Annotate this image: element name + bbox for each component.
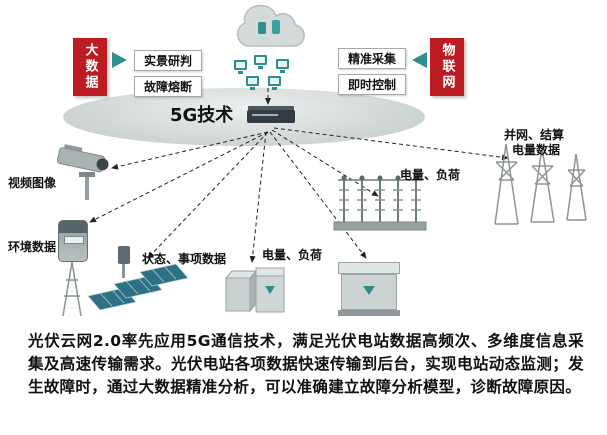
- arrow-left-icon: [412, 52, 427, 68]
- switch-icon: [247, 110, 295, 123]
- arrow-right-icon: [112, 52, 127, 68]
- cloud-icon: [236, 4, 305, 47]
- monitor-icon: [234, 60, 247, 74]
- env-meter-icon: [58, 220, 88, 262]
- label-load-right: 电量、负荷: [400, 168, 461, 182]
- cctv-camera-icon: [56, 144, 109, 200]
- transformer-boxes-icon: [224, 267, 285, 313]
- solar-panels-icon: [62, 246, 189, 317]
- ribbon-big-data: 大数据: [73, 38, 107, 96]
- hub-label: 5G技术: [170, 105, 234, 126]
- transformer-station-icon: [338, 262, 400, 316]
- box-precise-collect: 精准采集: [338, 48, 406, 69]
- monitor-icon: [254, 55, 267, 69]
- box-real-scene: 实景研判: [134, 50, 202, 71]
- box-fault-break: 故障熔断: [134, 76, 202, 97]
- 5g-network-ellipse: [63, 88, 425, 146]
- ribbon-iot: 物联网: [430, 38, 464, 96]
- monitor-icon: [276, 59, 289, 73]
- ribbon-iot-label: 物联网: [439, 43, 455, 91]
- label-status: 状态、事项数据: [142, 252, 227, 266]
- label-env: 环境数据: [8, 240, 57, 254]
- substation-icon: [333, 175, 427, 231]
- label-video: 视频图像: [8, 176, 57, 190]
- description-paragraph: 光伏云网2.0率先应用5G通信技术，满足光伏电站数据高频次、多维度信息采集及高速…: [28, 332, 584, 396]
- box-instant-control: 即时控制: [338, 74, 406, 95]
- transmission-towers-icon: [494, 143, 587, 225]
- label-grid-line2: 电量数据: [512, 143, 561, 157]
- label-grid-line1: 并网、结算: [504, 128, 565, 142]
- monitor-icon: [268, 76, 281, 90]
- connection-lines: [89, 88, 509, 263]
- ribbon-big-data-label: 大数据: [82, 43, 98, 91]
- monitor-icon: [246, 76, 259, 90]
- label-load-left: 电量、负荷: [262, 248, 323, 262]
